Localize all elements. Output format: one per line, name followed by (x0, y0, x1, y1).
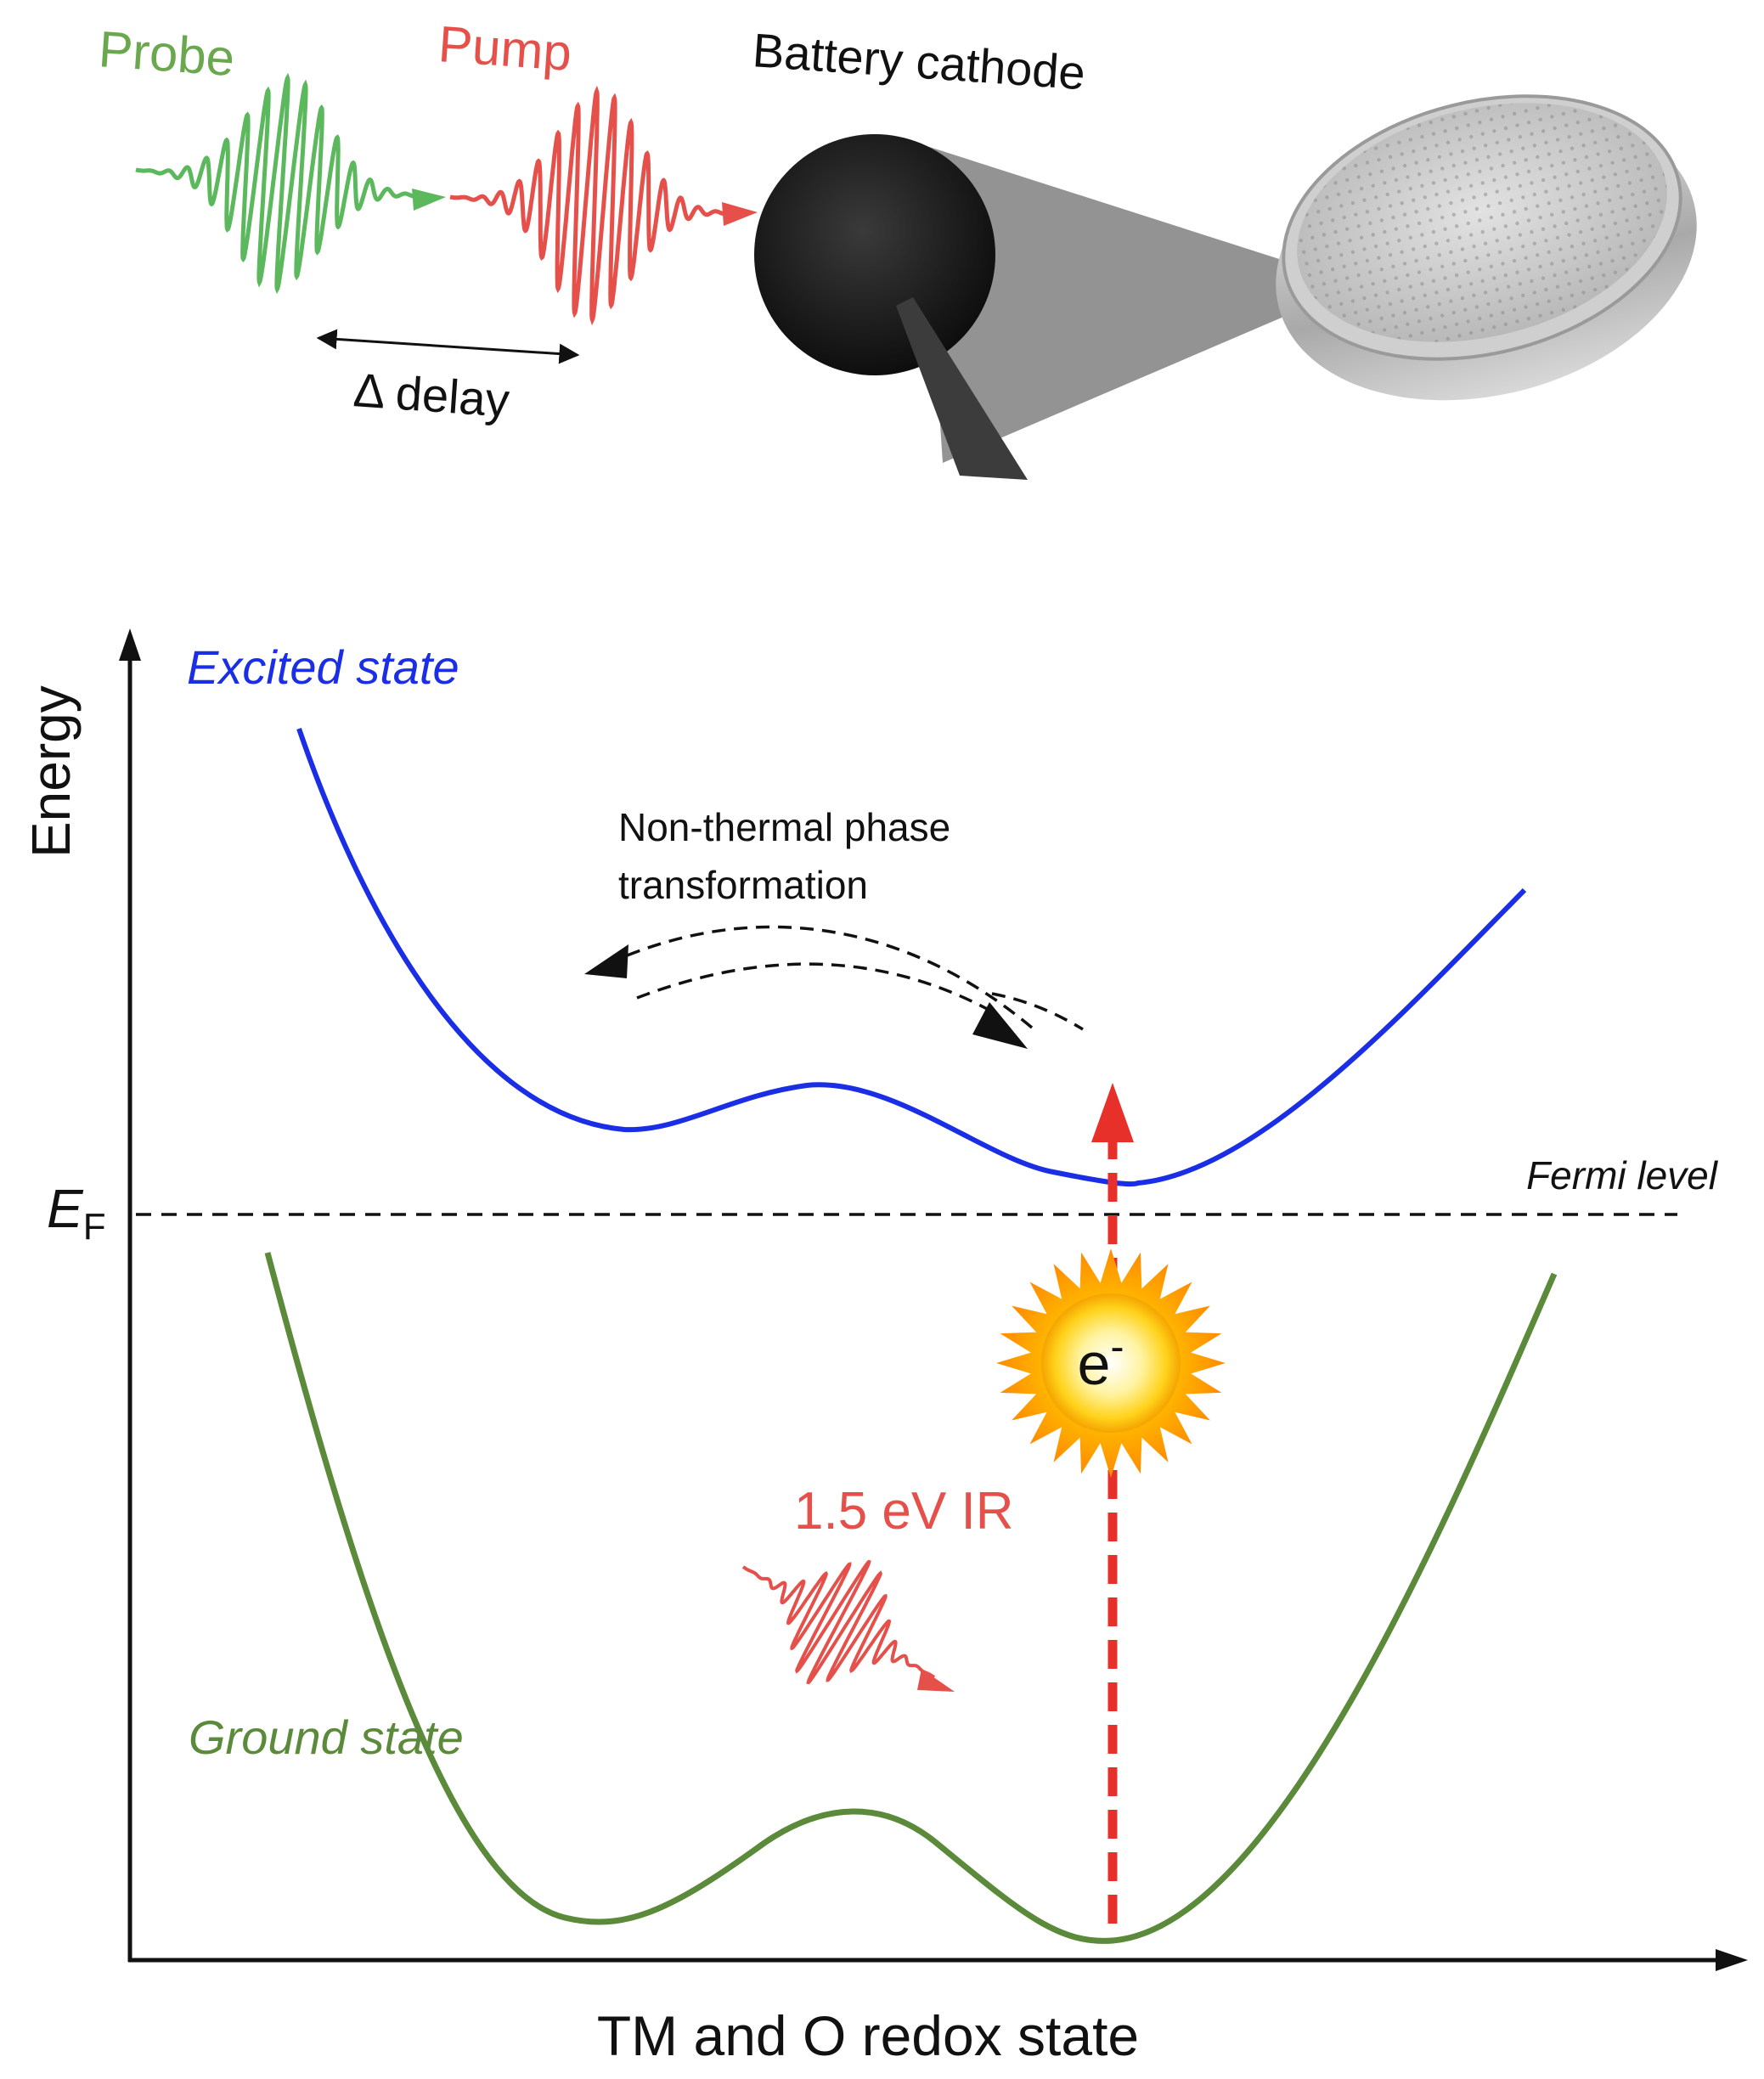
zoom-cone (921, 144, 1359, 463)
battery-cathode-label: Battery cathode (751, 23, 1087, 99)
y-axis-label: Energy (20, 685, 82, 858)
ir-photon-label: 1.5 eV IR (794, 1482, 1013, 1541)
electron-burst-core (1041, 1293, 1181, 1433)
fermi-level-symbol: EF (47, 1178, 106, 1248)
electron-symbol: e (1078, 1331, 1111, 1397)
ground-state-curve (264, 1252, 1558, 1944)
energy-landscape: Energy TM and O redox state EF Fermi lev… (20, 628, 1748, 2067)
delay-label: Δ delay (352, 363, 511, 427)
ground-state-label: Ground state (189, 1710, 464, 1764)
x-axis-label: TM and O redox state (597, 2004, 1139, 2067)
pump-arrowhead (722, 202, 758, 226)
pump-probe-schematic: Probe Pump Battery cathode Δ delay (97, 15, 1697, 480)
electron-label: e- (1078, 1325, 1124, 1397)
fermi-symbol-subscript: F (83, 1206, 106, 1248)
probe-pulse (135, 72, 430, 295)
transformation-dash-tail (991, 992, 1084, 1031)
excited-state-label: Excited state (187, 640, 459, 694)
transformation-arrow-upper (606, 925, 1034, 1029)
probe-label: Probe (97, 20, 236, 87)
fermi-symbol-E: E (47, 1178, 84, 1239)
delay-arrow (316, 329, 580, 364)
y-axis-arrowhead (119, 628, 141, 661)
x-axis-arrowhead (1716, 1949, 1748, 1971)
transformation-label: Non-thermal phase transformation (618, 805, 961, 907)
ir-photon-arrowhead (917, 1669, 955, 1692)
fermi-level-label: Fermi level (1526, 1153, 1719, 1197)
excitation-arrowhead (1091, 1083, 1134, 1142)
excited-state-curve (296, 728, 1527, 1187)
probe-arrowhead (412, 189, 446, 211)
electron-burst: e- (996, 1248, 1226, 1478)
transformation-label-line2: transformation (618, 863, 868, 907)
pump-pulse (449, 85, 740, 326)
ir-photon-wave (741, 1559, 936, 1685)
transformation-arrow-lower (636, 962, 999, 1017)
transformation-label-line1: Non-thermal phase (618, 805, 950, 849)
cathode-disc (754, 134, 1028, 480)
transformation-arrowhead-left (584, 944, 628, 978)
transformation-arrowhead-right (972, 1002, 1028, 1049)
pump-label: Pump (437, 15, 573, 82)
electron-charge: - (1110, 1325, 1124, 1370)
coin-cell-battery (1276, 94, 1697, 401)
